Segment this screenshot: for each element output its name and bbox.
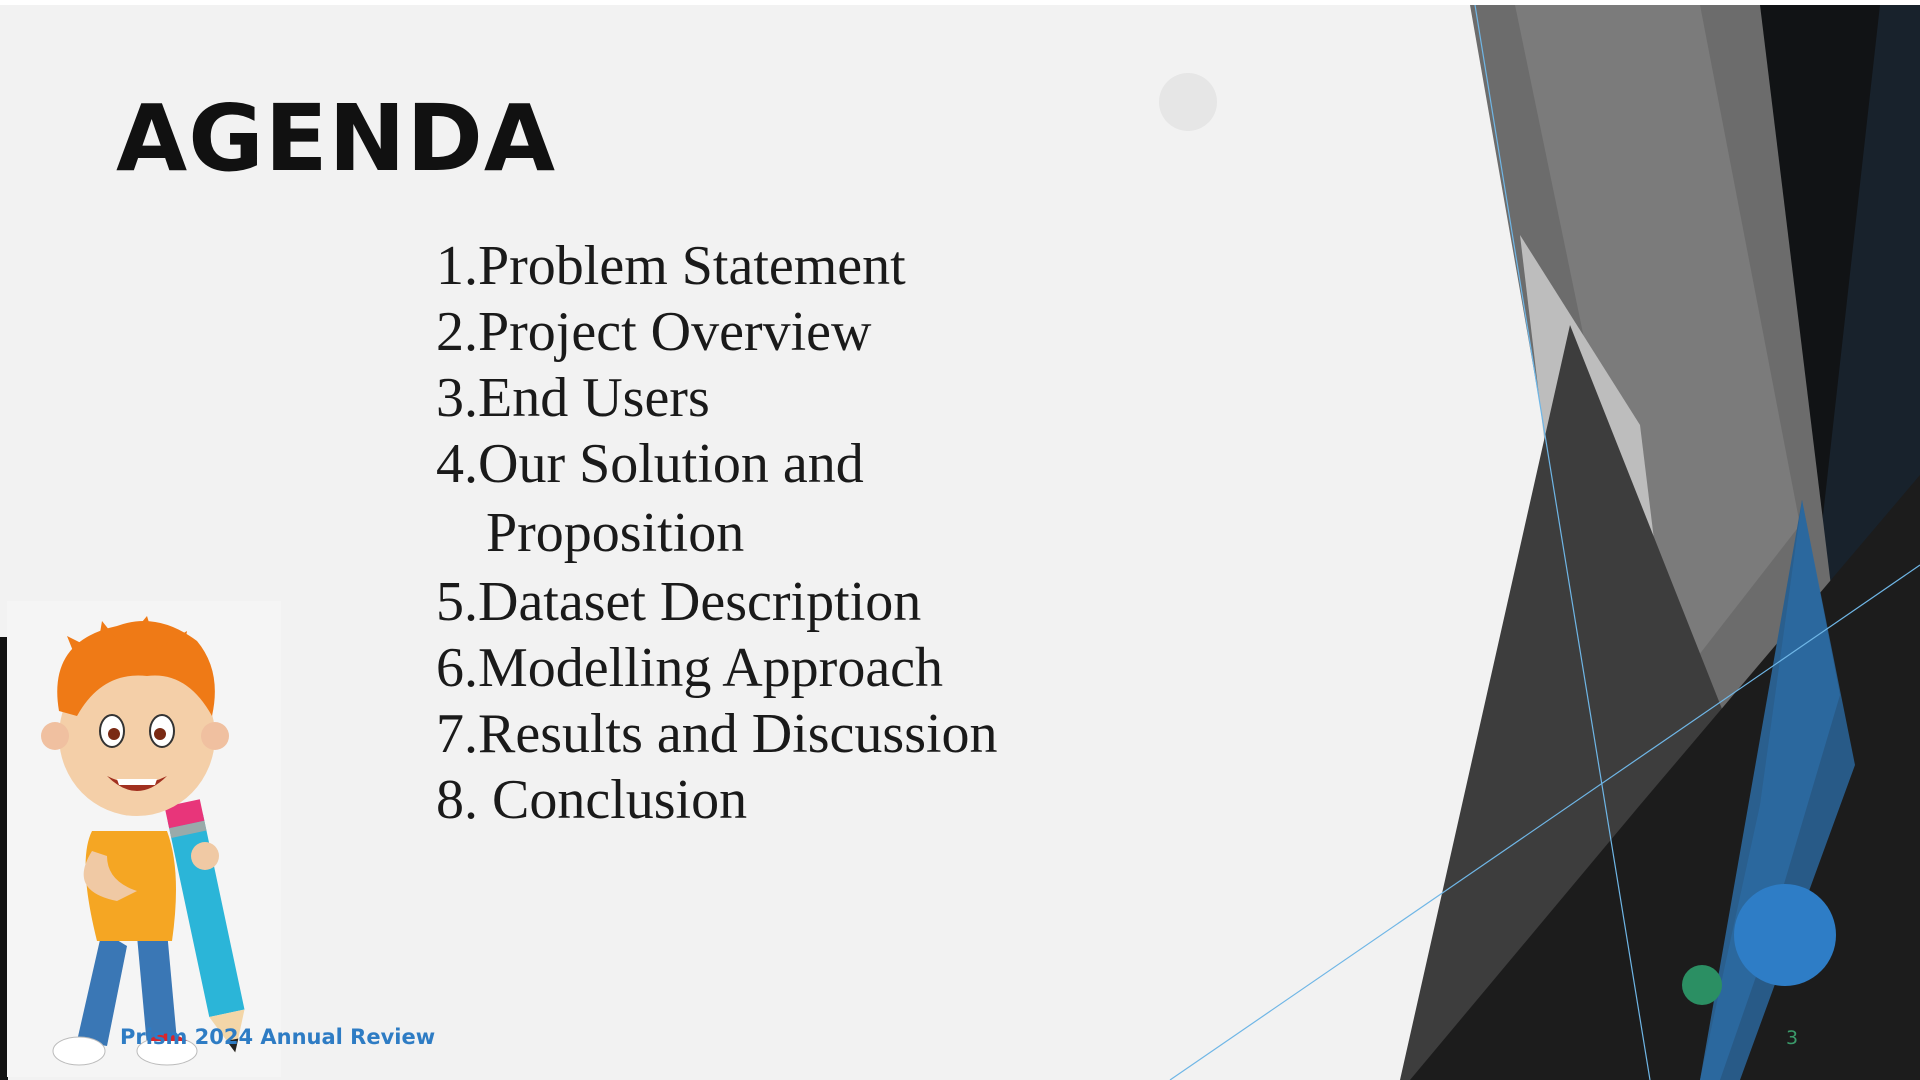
cartoon-boy-with-pencil-icon	[7, 601, 281, 1077]
slide-title: AGENDA	[116, 85, 557, 192]
footer-text: Prism 2024 Annual Review	[120, 1025, 436, 1049]
agenda-list: 1.Problem Statement 2.Project Overview 3…	[436, 233, 1136, 833]
agenda-item: 6.Modelling Approach	[436, 637, 944, 699]
decorative-circle-grey	[1159, 73, 1217, 131]
agenda-item: 4.Our Solution and Proposition	[436, 431, 1136, 569]
page-number: 3	[1786, 1027, 1799, 1049]
agenda-item: 3.End Users	[436, 367, 710, 429]
background-geometric-shapes	[1169, 5, 1920, 1080]
decorative-circle-blue	[1734, 884, 1836, 986]
agenda-item: 1.Problem Statement	[436, 235, 906, 297]
decorative-circle-green	[1682, 965, 1722, 1005]
agenda-item: 7.Results and Discussion	[436, 703, 998, 765]
slide: AGENDA 1.Problem Statement 2.Project Ove…	[0, 5, 1920, 1080]
agenda-item-continuation: Proposition	[486, 502, 745, 564]
deco-thin-line-2	[1169, 564, 1920, 1080]
agenda-item: 8. Conclusion	[436, 769, 748, 831]
decorative-left-bar	[0, 637, 8, 1080]
agenda-item: 2.Project Overview	[436, 301, 872, 363]
boy-illustration-svg	[41, 616, 245, 1066]
agenda-item-text: 4.Our Solution and	[436, 433, 864, 495]
agenda-item: 5.Dataset Description	[436, 571, 922, 633]
deco-thin-line-1	[1474, 5, 1651, 1080]
deco-mid-grey-shard	[1515, 5, 1800, 705]
